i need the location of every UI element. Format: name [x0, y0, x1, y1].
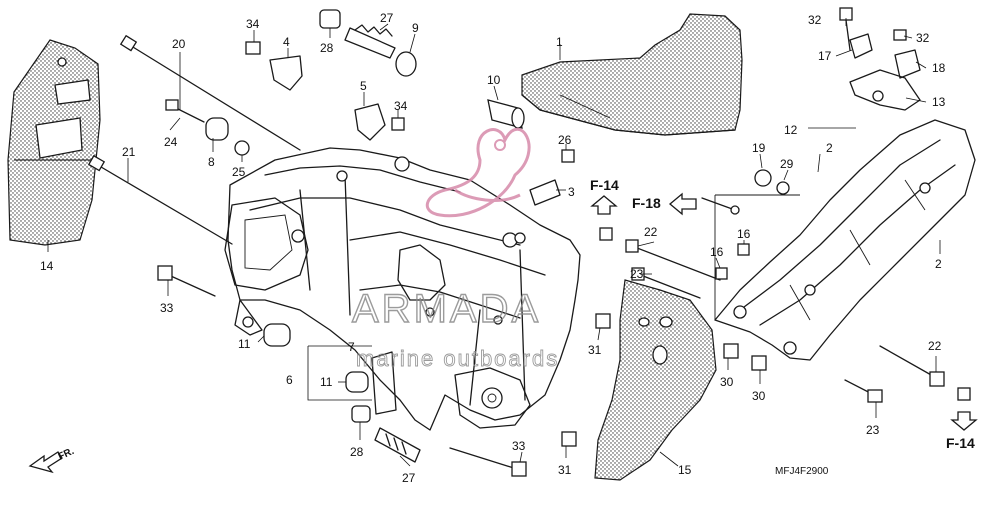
watermark-tagline: marine outboards — [356, 346, 559, 371]
callout-26: 26 — [558, 133, 572, 147]
part-1-top-cover — [521, 13, 743, 136]
callout-21: 21 — [122, 145, 136, 159]
leader-lines — [47, 18, 941, 467]
callout-30: 30 — [720, 375, 734, 389]
callout-7: 7 — [348, 340, 355, 354]
up-arrow-icon — [590, 195, 618, 215]
hardware — [87, 7, 971, 477]
reference-f18: F-18 — [632, 192, 697, 216]
callout-11: 11 — [320, 375, 333, 389]
reference-f14-top: F-14 — [590, 177, 619, 215]
callout-1: 1 — [556, 35, 563, 49]
front-label: FR. — [57, 446, 76, 463]
ref-f14-bottom-label: F-14 — [946, 435, 975, 451]
callout-2: 2 — [935, 257, 942, 271]
callout-32: 32 — [916, 31, 930, 45]
bolt-20 — [127, 43, 301, 151]
reference-f14-bottom: F-14 — [946, 411, 978, 451]
callout-12: 12 — [784, 123, 798, 137]
callout-16: 16 — [737, 227, 751, 241]
bolt-21 — [95, 163, 233, 245]
watermark-brand: ARMADA — [352, 287, 541, 331]
diagram-code: MFJ4F2900 — [775, 466, 829, 477]
callout-31: 31 — [588, 343, 602, 357]
down-arrow-icon — [950, 411, 978, 431]
callout-27: 27 — [402, 471, 416, 485]
callout-34: 34 — [246, 17, 260, 31]
callout-14: 14 — [40, 259, 54, 273]
callout-22: 22 — [928, 339, 942, 353]
callout-15: 15 — [678, 463, 692, 477]
callout-10: 10 — [487, 73, 501, 87]
main-frame — [224, 147, 581, 431]
callout-22: 22 — [644, 225, 658, 239]
callout-31: 31 — [558, 463, 572, 477]
callout-8: 8 — [208, 155, 215, 169]
part-14-side-cover — [7, 39, 101, 246]
callout-27: 27 — [380, 11, 394, 25]
callout-2: 2 — [826, 141, 833, 155]
callout-25: 25 — [232, 165, 246, 179]
callout-3: 3 — [568, 185, 575, 199]
callout-16: 16 — [710, 245, 724, 259]
callout-28: 28 — [320, 41, 334, 55]
front-direction-marker: FR. — [28, 446, 76, 474]
callout-17: 17 — [818, 49, 832, 63]
watermark: ARMADA marine outboards — [351, 127, 559, 371]
callout-19: 19 — [752, 141, 766, 155]
callout-30: 30 — [752, 389, 766, 403]
callout-11: 11 — [238, 337, 251, 351]
left-arrow-icon — [668, 192, 697, 216]
part-callouts: 1 2 2 3 4 5 6 7 8 9 10 11 11 12 13 14 15… — [40, 11, 946, 485]
front-arrow-icon — [28, 451, 63, 474]
callout-29: 29 — [780, 157, 794, 171]
watermark-logo — [426, 127, 531, 218]
callout-33: 33 — [160, 301, 174, 315]
callout-23: 23 — [866, 423, 880, 437]
callout-34: 34 — [394, 99, 408, 113]
ref-f14-top-label: F-14 — [590, 177, 619, 193]
ref-f18-label: F-18 — [632, 195, 661, 211]
callout-6: 6 — [286, 373, 293, 387]
callout-13: 13 — [932, 95, 946, 109]
bushing-8 — [205, 117, 229, 141]
callout-33: 33 — [512, 439, 526, 453]
callout-24: 24 — [164, 135, 178, 149]
part-15-lower-cover — [594, 279, 717, 481]
callout-23: 23 — [630, 267, 644, 281]
callout-28: 28 — [350, 445, 364, 459]
callout-18: 18 — [932, 61, 946, 75]
callout-5: 5 — [360, 79, 367, 93]
callout-9: 9 — [412, 21, 419, 35]
callout-4: 4 — [283, 35, 290, 49]
part-12-subframe — [714, 69, 976, 361]
callout-20: 20 — [172, 37, 186, 51]
callout-32: 32 — [808, 13, 822, 27]
